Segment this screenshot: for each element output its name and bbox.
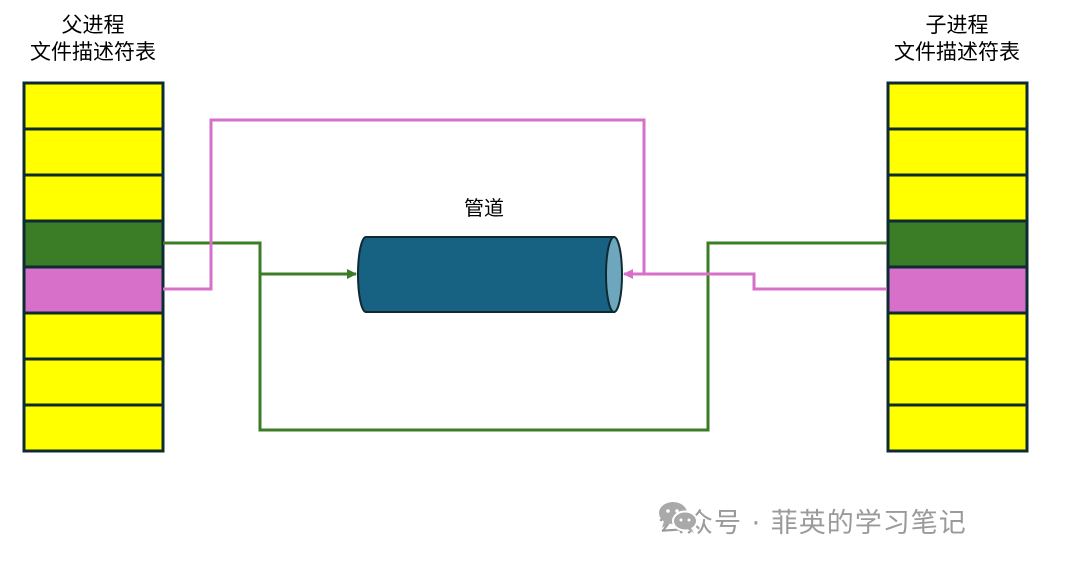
child-fd-table (886, 81, 1029, 453)
parent-title-line2: 文件描述符表 (30, 40, 156, 64)
parent-title-line1: 父进程 (61, 13, 125, 37)
child-fd-cell-4 (886, 265, 1029, 315)
pipe-label: 管道 (464, 196, 504, 220)
child-read-connector (644, 272, 887, 291)
watermark-text: 公众号 · 菲英的学习笔记 (658, 507, 967, 539)
child-title-line2: 文件描述符表 (894, 40, 1020, 64)
child-title-line1: 子进程 (925, 13, 989, 37)
child-fd-cell-6 (886, 357, 1029, 407)
parent-read-connector (163, 118, 646, 291)
parent-table-title: 父进程 文件描述符表 (0, 12, 193, 66)
pipe-end (605, 236, 623, 313)
child-fd-cell-0 (886, 81, 1029, 131)
parent-write-connector (163, 241, 357, 279)
watermark: 公众号 · 菲英的学习笔记 (658, 500, 967, 540)
child-fd-cell-2 (886, 173, 1029, 223)
child-table-title: 子进程 文件描述符表 (857, 12, 1057, 66)
parent-fd-cell-1 (22, 127, 165, 177)
child-fd-cell-1 (886, 127, 1029, 177)
parent-fd-table (22, 81, 165, 453)
pipe: 管道 (357, 196, 623, 313)
child-fd-cell-5 (886, 311, 1029, 361)
green-loop-connector (258, 241, 887, 432)
wechat-icon (659, 502, 698, 533)
parent-fd-cell-6 (22, 357, 165, 407)
parent-fd-cell-4 (22, 265, 165, 315)
parent-fd-cell-2 (22, 173, 165, 223)
parent-fd-cell-5 (22, 311, 165, 361)
parent-fd-cell-7 (22, 403, 165, 453)
pipe-body (357, 236, 615, 313)
parent-fd-cell-0 (22, 81, 165, 131)
parent-fd-cell-3 (22, 219, 165, 269)
child-fd-cell-3 (886, 219, 1029, 269)
child-fd-cell-7 (886, 403, 1029, 453)
